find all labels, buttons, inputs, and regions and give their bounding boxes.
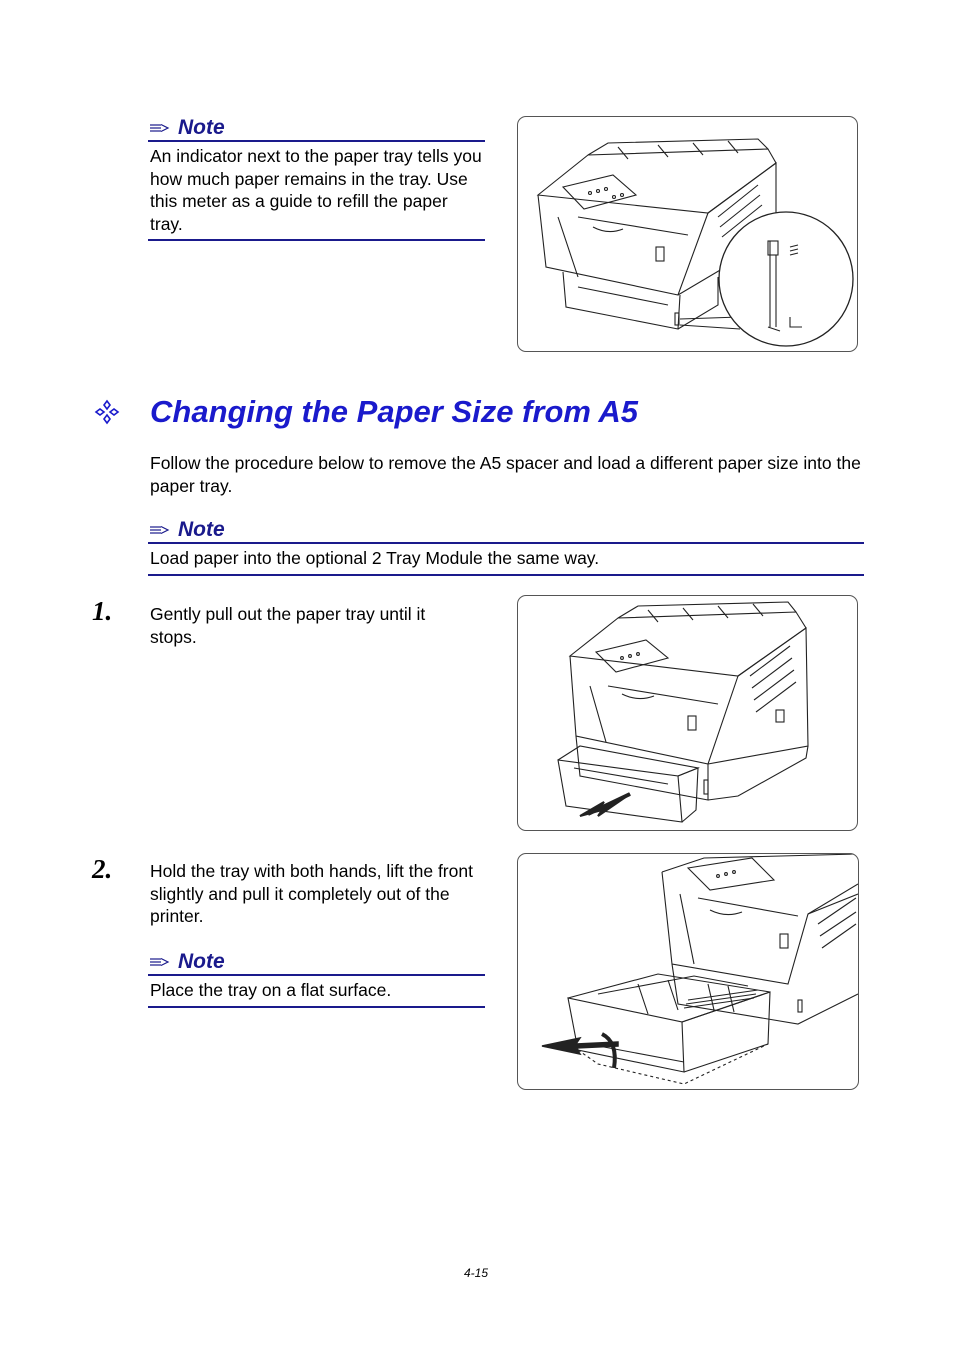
- section-title: Changing the Paper Size from A5: [150, 394, 639, 429]
- pencil-note-icon: [150, 123, 170, 133]
- four-diamond-icon: [94, 399, 120, 425]
- pencil-note-icon: [150, 525, 170, 535]
- note-1: Note An indicator next to the paper tray…: [148, 116, 485, 241]
- note-1-header: Note: [148, 116, 485, 142]
- figure-remove-tray: [517, 853, 859, 1090]
- note-2: Note Load paper into the optional 2 Tray…: [148, 518, 864, 576]
- figure-paper-indicator: [517, 116, 858, 352]
- step-1-text: Gently pull out the paper tray until it …: [150, 604, 426, 647]
- page-number: 4-15: [464, 1266, 489, 1280]
- note-3-header: Note: [148, 950, 485, 976]
- note-2-title: Note: [178, 518, 225, 541]
- step-2-number: 2.: [92, 854, 113, 884]
- section-intro: Follow the procedure below to remove the…: [150, 453, 861, 496]
- note-3-title: Note: [178, 950, 225, 973]
- note-1-title: Note: [178, 116, 225, 139]
- note-1-text: An indicator next to the paper tray tell…: [148, 142, 485, 241]
- printer-indicator-illustration: [536, 138, 854, 347]
- remove-tray-illustration: [541, 854, 858, 1085]
- note-2-header: Note: [148, 518, 864, 544]
- note-3: Note Place the tray on a flat surface.: [148, 950, 485, 1008]
- pencil-note-icon: [150, 957, 170, 967]
- section-heading: Changing the Paper Size from A5: [94, 394, 874, 430]
- note-3-text: Place the tray on a flat surface.: [148, 976, 485, 1008]
- indicator-closeup: [718, 211, 854, 347]
- step-1-number: 1.: [92, 596, 113, 626]
- figure-pull-tray: [517, 595, 858, 831]
- pull-tray-illustration: [557, 601, 809, 823]
- step-2-text: Hold the tray with both hands, lift the …: [150, 861, 473, 926]
- note-2-text: Load paper into the optional 2 Tray Modu…: [148, 544, 864, 576]
